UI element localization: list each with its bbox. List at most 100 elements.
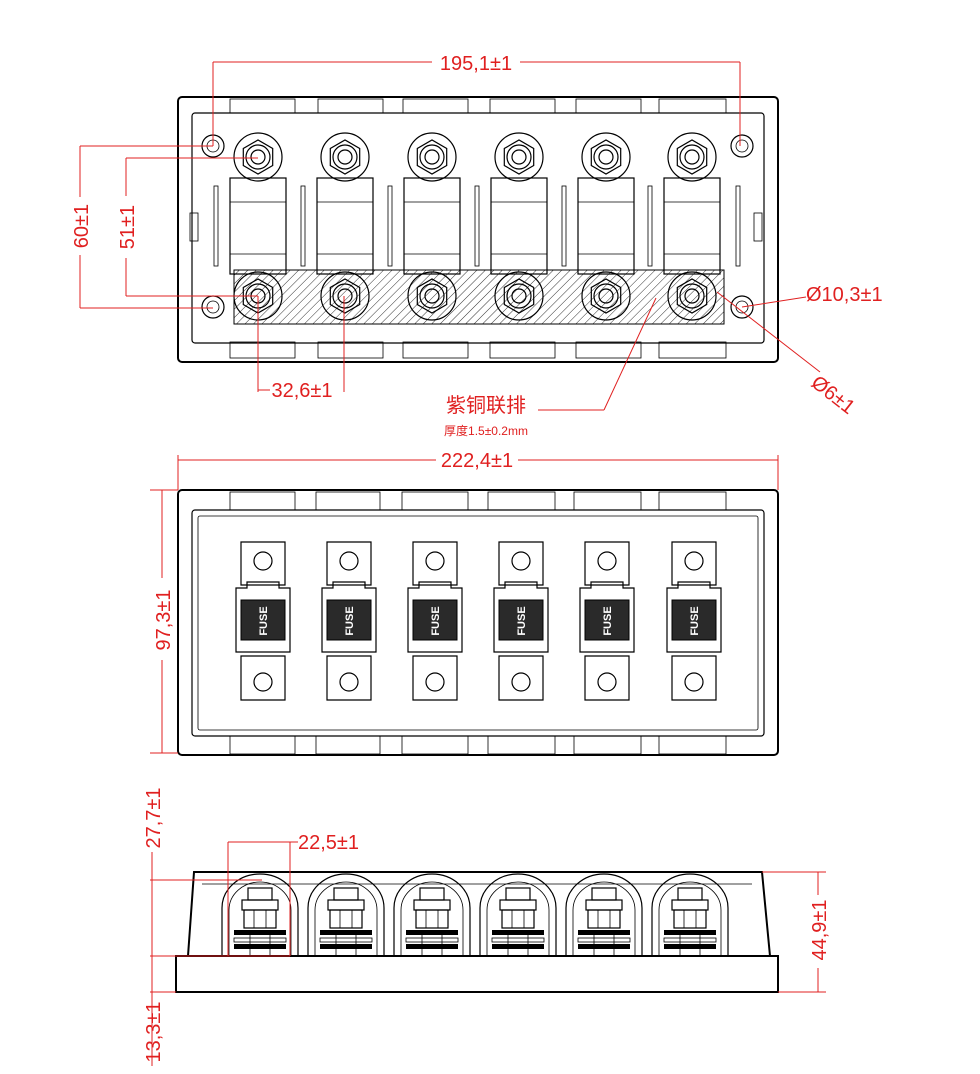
- stud-core: [598, 149, 614, 165]
- front-bottom-slot: [658, 735, 727, 755]
- front-top-slot: [401, 491, 469, 511]
- top-view-dimensions: 195,1±1 60±1 51±1 32,6±1 Ø10,3±1 Ø6±1 紫铜…: [71, 53, 883, 438]
- fuse-frame: [235, 581, 291, 653]
- nut-hex: [503, 139, 535, 175]
- bottom-slot: [229, 341, 296, 359]
- nut-hex: [503, 278, 535, 314]
- top-view: [177, 96, 779, 363]
- dim-side-top: 27,7±1: [143, 787, 165, 848]
- stud-top: [677, 887, 703, 901]
- washer-plate: [319, 937, 373, 943]
- nut-hex: [242, 139, 274, 175]
- front-top-slot: [573, 491, 642, 511]
- front-top-slot: [229, 491, 296, 511]
- front-bottom-slot: [487, 735, 556, 755]
- cavity-rib: [387, 185, 393, 267]
- fuse-tab-hole: [597, 672, 617, 692]
- fuse-body: [240, 599, 286, 641]
- busbar-plate: [234, 930, 286, 935]
- fuse-tab: [584, 655, 630, 701]
- mount-hole: [730, 134, 754, 158]
- fuse-tab-hole: [684, 551, 704, 571]
- side-terminals: [221, 873, 729, 956]
- dim-stud-diameter: Ø10,3±1: [806, 284, 883, 306]
- fuse-cavity: [229, 177, 287, 275]
- fuse-tab: [326, 655, 372, 701]
- stud-washer: [320, 132, 370, 182]
- dim-overall-width: 222,4±1: [441, 450, 513, 472]
- stud-core: [337, 288, 353, 304]
- fuse-cavity: [577, 177, 635, 275]
- fuse-tab: [584, 541, 630, 586]
- stud-core: [250, 149, 266, 165]
- dim-top-width: 195,1±1: [440, 53, 512, 75]
- top-slot: [575, 98, 642, 114]
- fuse-tab: [240, 655, 286, 701]
- top-slot: [402, 98, 469, 114]
- fuse-label: FUSE: [344, 606, 356, 635]
- stud-washer: [494, 132, 544, 182]
- busbar-plate: [234, 944, 286, 949]
- washer: [413, 899, 451, 911]
- stud-top: [591, 887, 617, 901]
- nut-hex: [416, 278, 448, 314]
- side-view-dimensions: 22,5±1 27,7±1 13,3±1 44,9±1: [143, 787, 831, 1066]
- stud-top: [419, 887, 445, 901]
- dim-side-pitch: 22,5±1: [298, 832, 359, 854]
- dim-top-height-outer: 60±1: [71, 204, 93, 248]
- terminal-arch-inner: [658, 881, 722, 956]
- stud-ring: [679, 144, 705, 170]
- terminal-arch: [479, 873, 557, 956]
- stud-core: [684, 288, 700, 304]
- nut-hex: [416, 139, 448, 175]
- stud-washer: [667, 271, 717, 321]
- fuse-tab-hole: [339, 551, 359, 571]
- top-outer-frame: [177, 96, 779, 363]
- nut: [329, 909, 363, 929]
- stud-ring: [506, 283, 532, 309]
- mount-hole-inner: [206, 300, 220, 314]
- stud-ring: [332, 283, 358, 309]
- terminal-arch-inner: [228, 881, 292, 956]
- nut: [673, 909, 707, 929]
- fuse-tab-hole: [511, 551, 531, 571]
- front-bottom-slot: [315, 735, 381, 755]
- busbar-thickness: 厚度1.5±0.2mm: [444, 423, 528, 438]
- fuse-frame: [666, 581, 722, 653]
- cavity-rib: [735, 185, 741, 267]
- stud-ring: [419, 283, 445, 309]
- fuse-tab-hole: [339, 672, 359, 692]
- dim-overall-height: 97,3±1: [153, 589, 175, 650]
- nut: [243, 909, 277, 929]
- fuse-tab-hole: [425, 551, 445, 571]
- front-top-slot: [487, 491, 556, 511]
- terminal-arch-inner: [486, 881, 550, 956]
- fuse-cavity: [316, 177, 374, 275]
- stud-ring: [506, 144, 532, 170]
- front-bottom-slot: [573, 735, 642, 755]
- fuse-tab-hole: [253, 551, 273, 571]
- busbar-plate: [406, 930, 458, 935]
- dim-side-base: 13,3±1: [143, 1001, 165, 1062]
- fuse-cavity: [490, 177, 548, 275]
- terminal-arch: [651, 873, 729, 956]
- washer-plate: [491, 937, 545, 943]
- top-slot: [658, 98, 727, 114]
- stud-core: [511, 288, 527, 304]
- fuse-tab-hole: [597, 551, 617, 571]
- washer: [327, 899, 365, 911]
- stud-washer: [233, 132, 283, 182]
- stud-washer: [581, 271, 631, 321]
- cavity-rib: [561, 185, 567, 267]
- stud-washer: [667, 132, 717, 182]
- fuse-cavity: [663, 177, 721, 275]
- mount-hole: [201, 295, 225, 319]
- fuse-label: FUSE: [602, 606, 614, 635]
- washer: [241, 899, 279, 911]
- stud-top: [333, 887, 359, 901]
- top-slot: [229, 98, 296, 114]
- bottom-slot: [317, 341, 384, 359]
- stud-top: [505, 887, 531, 901]
- dim-pitch: 32,6±1: [271, 380, 332, 402]
